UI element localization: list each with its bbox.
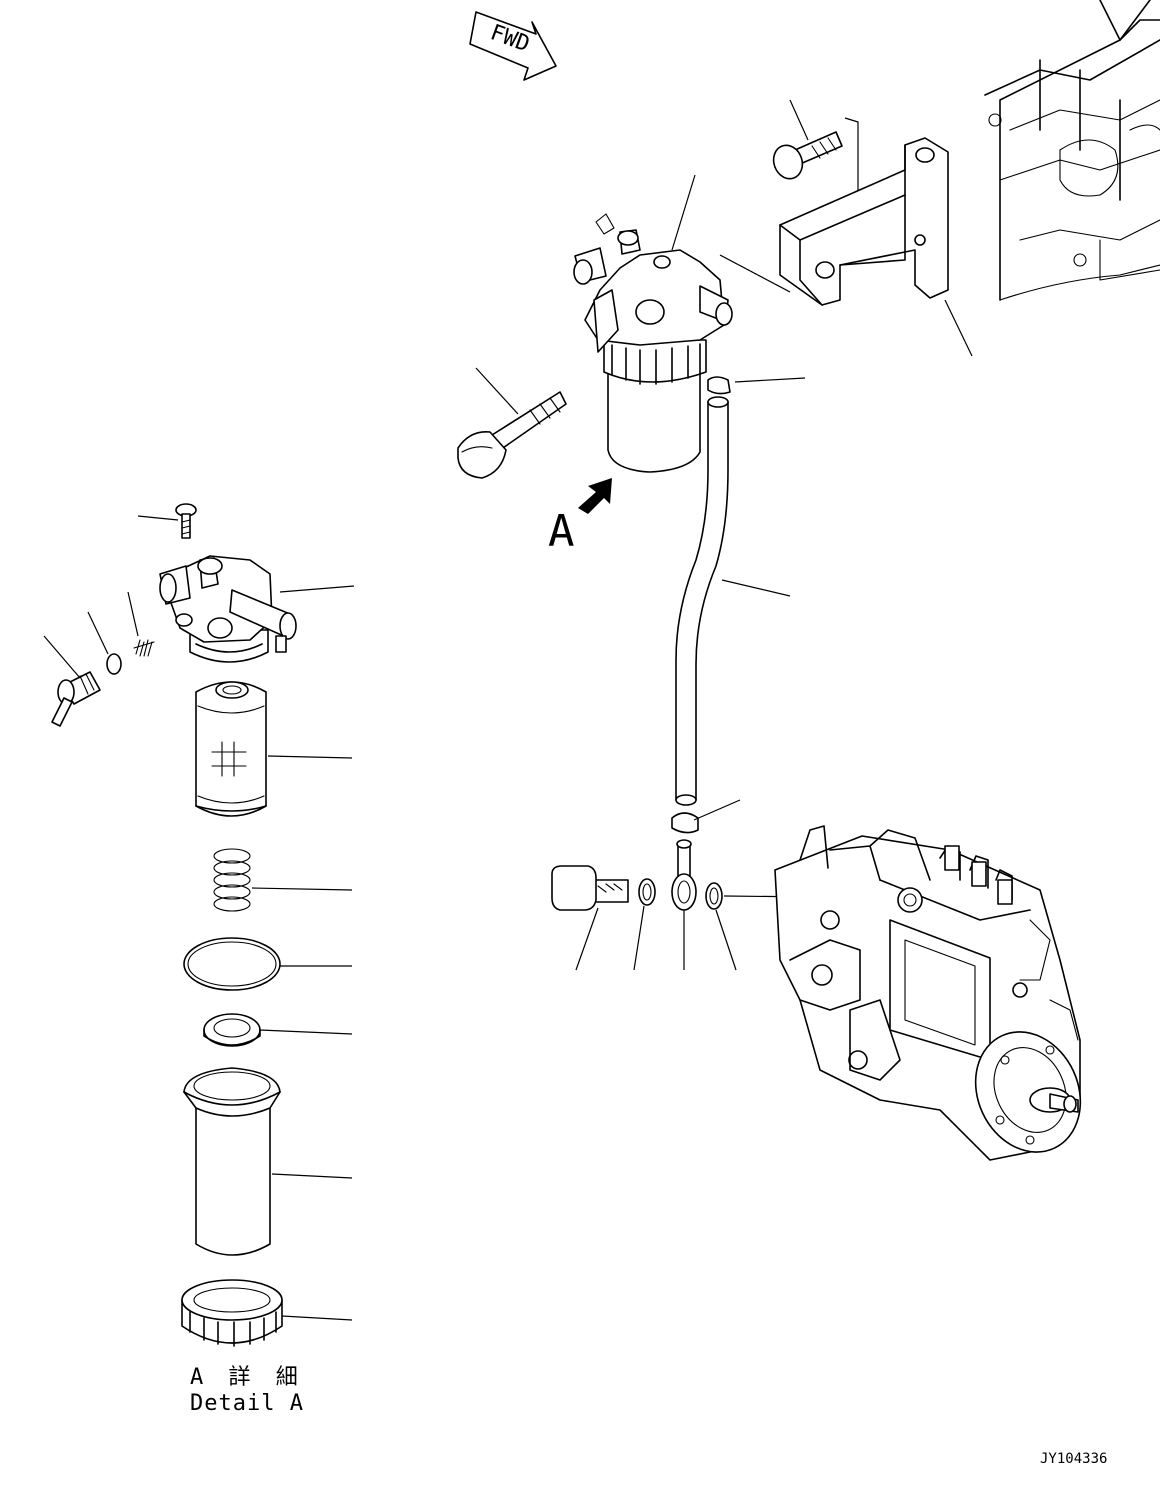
detail-large-spring bbox=[214, 849, 352, 911]
detail-filter-element bbox=[196, 682, 352, 816]
detail-large-oring bbox=[184, 938, 352, 990]
detail-title-en: Detail A bbox=[190, 1391, 304, 1416]
banjo-fitting bbox=[672, 840, 696, 970]
bracket bbox=[720, 138, 972, 356]
detail-small-oring bbox=[88, 612, 121, 674]
detail-small-spring bbox=[128, 592, 154, 656]
injection-pump bbox=[775, 826, 1100, 1169]
hose-clip bbox=[672, 800, 740, 833]
banjo-bolt bbox=[552, 866, 628, 970]
bracket-bolt bbox=[769, 100, 880, 206]
detail-drain-cock bbox=[44, 636, 100, 726]
detail-filter-head bbox=[160, 556, 354, 662]
detail-ring bbox=[204, 1014, 352, 1046]
fuel-filter-assembly bbox=[574, 175, 805, 472]
engine-block bbox=[985, 0, 1160, 300]
mounting-bolt bbox=[458, 368, 566, 478]
fwd-arrow-icon: FWD bbox=[470, 12, 556, 80]
view-a-label: A bbox=[548, 506, 575, 557]
detail-title-jp: A 詳 細 bbox=[190, 1365, 304, 1390]
detail-screw bbox=[138, 504, 196, 538]
view-arrow-icon bbox=[578, 478, 612, 514]
detail-ring-nut bbox=[182, 1280, 352, 1346]
washer-left bbox=[634, 879, 655, 970]
fuel-hose bbox=[676, 397, 790, 805]
drawing-code: JY104336 bbox=[1040, 1451, 1107, 1467]
detail-filter-bowl bbox=[184, 1068, 352, 1255]
